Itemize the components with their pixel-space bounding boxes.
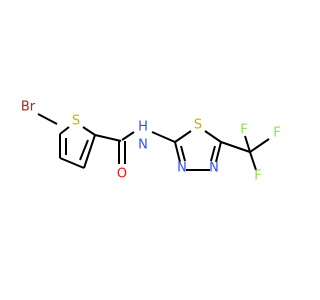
bond-c2b-n3 (174, 141, 181, 163)
atom-s-thiadiazole: S (194, 118, 202, 133)
bond-s1-c2 (82, 126, 96, 136)
atom-n4: N (209, 161, 219, 176)
bond-s1-c5 (59, 126, 70, 135)
atom-f2: F (273, 126, 280, 141)
bond-c3-c2 (83, 134, 96, 169)
atom-f3: F (254, 169, 261, 184)
bond-c4-c3 (59, 157, 85, 169)
atom-n3: N (177, 161, 187, 176)
atom-nh-n: N (138, 138, 148, 153)
atom-br: Br (21, 100, 36, 115)
bond-c-f1 (244, 135, 251, 153)
bond-c5b-n4-inner (210, 145, 216, 162)
atom-f1: F (240, 123, 247, 138)
bond-br-c5 (37, 113, 58, 125)
bond-c5b-ccf3 (220, 141, 251, 153)
bond-c-nh (121, 131, 135, 141)
bond-c-f3 (249, 151, 257, 171)
bond-c2b-s (174, 130, 192, 143)
bonds (37, 113, 270, 171)
molecule-structure: Br S O N H S N N F F F (21, 100, 281, 184)
atom-s-thiophene: S (72, 114, 80, 129)
atom-nh-h: H (138, 120, 148, 135)
bond-c5b-n4 (215, 141, 222, 163)
bond-c3-c2-inner (79, 139, 89, 161)
bond-c-f2 (249, 138, 270, 153)
bond-c2b-n3-inner (180, 145, 186, 162)
atom-labels: Br S O N H S N N F F F (21, 100, 281, 184)
bond-s-c5b (204, 130, 222, 143)
bond-c2-ccarbonyl (94, 134, 122, 142)
atom-o: O (117, 167, 127, 182)
bond-nh-c2b (151, 131, 176, 143)
